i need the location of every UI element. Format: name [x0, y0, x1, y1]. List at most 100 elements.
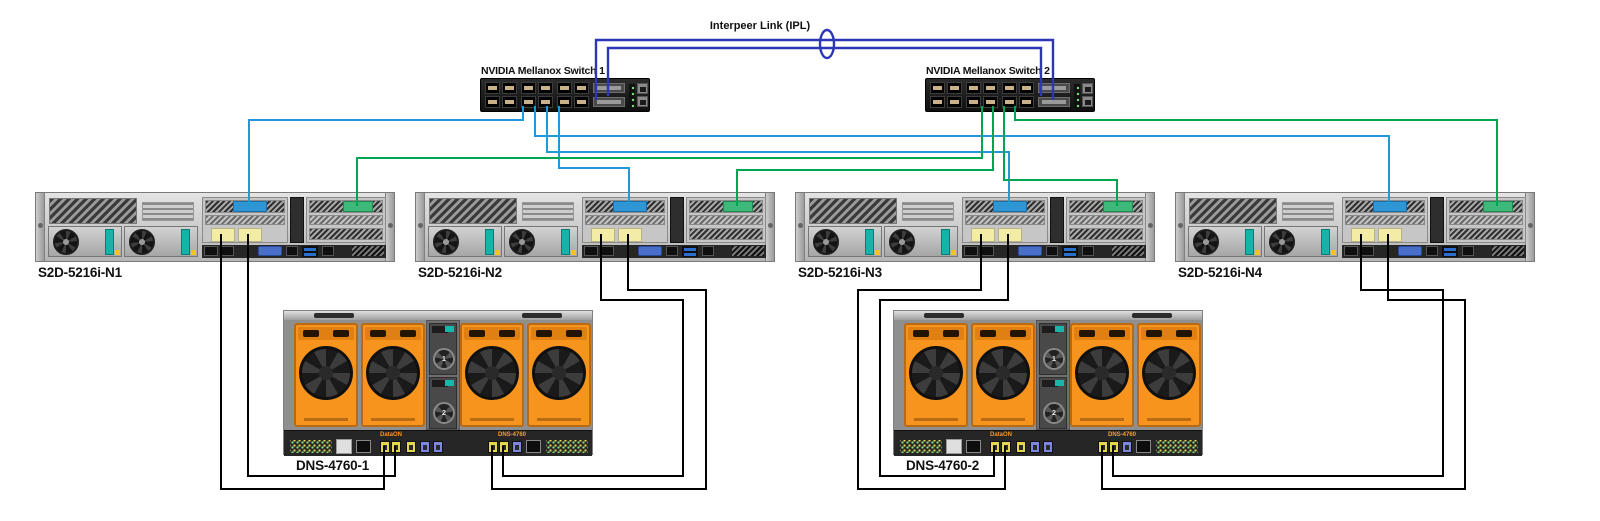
vga-port — [638, 246, 662, 256]
psu: 1 — [1039, 323, 1067, 375]
fan-module — [904, 323, 968, 427]
psu: 2 — [429, 377, 457, 429]
sas-hba-ports — [591, 228, 642, 242]
pcie-riser — [1066, 197, 1146, 243]
warning-sticker — [1255, 250, 1260, 255]
model-logo: DNS-4760 — [1108, 432, 1137, 438]
sas-port-yellow — [211, 228, 235, 242]
usb-ports — [302, 246, 318, 257]
rear-io-panel — [202, 245, 386, 258]
rj45-port — [322, 246, 334, 256]
uplink-ports — [593, 83, 627, 109]
qsfp-port-group — [557, 82, 591, 110]
fan-module — [460, 323, 524, 427]
sas-port-purple — [420, 441, 430, 453]
pcie-riser — [202, 197, 288, 243]
chassis-body: 1 2 — [894, 320, 1202, 430]
fan-module — [294, 323, 358, 427]
sas-hba-ports — [1351, 228, 1402, 242]
vent-grille — [1112, 246, 1144, 256]
storage-dns-4760-2: 1 2 DataON DNS-4760 DNS-4760-2 — [893, 310, 1203, 473]
network-port-blue — [613, 201, 647, 212]
pcie-slot — [1345, 215, 1425, 225]
chassis-top-bar — [894, 311, 1202, 320]
sas-hba-ports — [971, 228, 1022, 242]
sas-port-yellow — [1001, 441, 1011, 453]
vent-grille — [352, 246, 384, 256]
sas-port-yellow — [406, 441, 416, 453]
usb-ports — [1062, 246, 1078, 257]
fan-icon — [366, 346, 420, 400]
rj45-port — [966, 440, 981, 453]
psu-fan-icon: 2 — [433, 402, 455, 424]
network-port-green — [343, 201, 373, 212]
psu-fan-icon — [433, 229, 459, 255]
model-logo: DNS-4760 — [498, 432, 527, 438]
warning-sticker — [495, 250, 500, 255]
psu-latch — [1245, 229, 1254, 255]
psu — [48, 226, 122, 257]
cable-sw1-n4-blue — [534, 106, 1390, 206]
fan-icon — [1142, 346, 1196, 400]
warning-sticker — [951, 250, 956, 255]
warning-sticker — [191, 250, 196, 255]
rack-ear — [385, 193, 394, 261]
rj45-port — [980, 246, 994, 256]
fan-module — [527, 323, 591, 427]
psu-latch — [181, 229, 190, 255]
brand-logo: DataON — [990, 432, 1013, 438]
sas-port-yellow — [391, 441, 401, 453]
sas-port-yellow — [238, 228, 262, 242]
psu — [1264, 226, 1338, 257]
pcie-slot — [1069, 215, 1143, 225]
usb-ports — [1442, 246, 1458, 257]
pcie-riser — [962, 197, 1048, 243]
sas-port-purple — [1043, 441, 1053, 453]
qsfp-port-group — [930, 82, 964, 110]
led-cluster — [546, 440, 588, 453]
psu-fan-icon: 2 — [1043, 402, 1065, 424]
psu-latch — [485, 229, 494, 255]
psu-latch — [445, 326, 454, 332]
storage-label: DNS-4760-1 — [296, 458, 370, 473]
fan-icon — [976, 346, 1030, 400]
psu-fan-icon — [509, 229, 535, 255]
psu-latch — [105, 229, 114, 255]
sas-port-purple — [1030, 441, 1040, 453]
psu-fan-icon — [1193, 229, 1219, 255]
fan-icon — [1075, 346, 1129, 400]
sas-port-purple — [433, 441, 443, 453]
vga-port — [1018, 246, 1042, 256]
vent-grille — [429, 198, 517, 224]
rack-ear — [1176, 193, 1185, 261]
sas-port-yellow — [1109, 441, 1119, 453]
rj45-port — [1046, 246, 1058, 256]
vent-grille — [1282, 202, 1334, 221]
vent-grille — [809, 198, 897, 224]
fan-module — [971, 323, 1035, 427]
chassis-divider — [1430, 197, 1444, 243]
storage-label: DNS-4760-2 — [906, 458, 980, 473]
ipl-bundle-ellipse — [818, 28, 836, 60]
chassis-divider — [1050, 197, 1064, 243]
pcie-slot — [205, 215, 285, 225]
vent-grille — [732, 246, 764, 256]
pcie-riser — [582, 197, 668, 243]
cable-sw2-n3-green — [1003, 106, 1118, 206]
rj45-port — [600, 246, 614, 256]
cable-sw1-n1-blue — [248, 106, 524, 206]
psu-latch — [865, 229, 874, 255]
psu: 1 — [429, 323, 457, 375]
fan-icon — [909, 346, 963, 400]
sas-port-yellow — [1351, 228, 1375, 242]
psu-fan-icon — [889, 229, 915, 255]
vent-grille — [1492, 246, 1524, 256]
rj45-port — [1426, 246, 1438, 256]
warning-sticker — [875, 250, 880, 255]
server-s2d-5216i-n3: S2D-5216i-N3 — [795, 192, 1155, 280]
led-cluster — [900, 440, 942, 453]
rack-ear — [416, 193, 425, 261]
pcie-slot — [1449, 215, 1523, 225]
vent-grille — [1189, 198, 1277, 224]
